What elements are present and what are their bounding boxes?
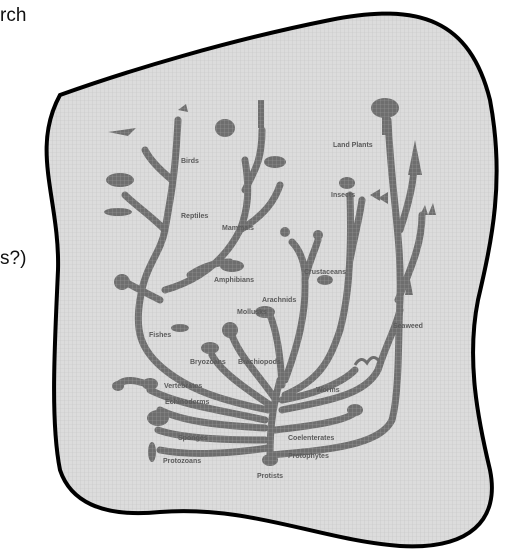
- protist-blob: [262, 454, 278, 466]
- scorpion-icon: [313, 230, 323, 240]
- label-insects: Insects: [331, 192, 355, 199]
- blob-background: [47, 14, 497, 547]
- fish-icon: [171, 324, 189, 332]
- human-icon: [258, 100, 264, 128]
- protozoan-icon: [148, 442, 156, 462]
- gorilla-icon: [215, 119, 235, 137]
- sea-urchin-icon: [112, 381, 124, 391]
- label-bryozoans: Bryozoans: [190, 359, 226, 366]
- crab-icon: [317, 275, 333, 285]
- bryozoan-icon: [201, 342, 219, 354]
- label-protophytes: Protophytes: [288, 453, 329, 460]
- label-sponges: Sponges: [178, 435, 208, 442]
- spider-icon: [280, 227, 290, 237]
- label-coelenterates: Coelenterates: [288, 435, 334, 442]
- label-seaweed: Seaweed: [393, 323, 423, 330]
- brachiopod-shell-icon: [222, 322, 238, 338]
- sponge-icon: [147, 410, 169, 426]
- label-protozoans: Protozoans: [163, 458, 201, 465]
- turtle-icon: [114, 274, 130, 290]
- label-worms: Worms: [316, 387, 340, 394]
- dinosaur-icon: [106, 173, 134, 187]
- label-land-plants: Land Plants: [333, 142, 373, 149]
- label-birds: Birds: [181, 158, 199, 165]
- label-vertebrates: Vertebrates: [164, 383, 202, 390]
- label-fishes: Fishes: [149, 332, 171, 339]
- label-amphibians: Amphibians: [214, 277, 254, 284]
- label-protists: Protists: [257, 473, 283, 480]
- label-reptiles: Reptiles: [181, 213, 208, 220]
- label-echinoderms: Echinoderms: [165, 399, 209, 406]
- lizard-icon: [104, 208, 132, 216]
- label-brachiopods: Brachiopods: [238, 359, 281, 366]
- jellyfish-icon: [347, 404, 363, 416]
- label-mollusks: Mollusks: [237, 309, 267, 316]
- frog-icon: [220, 260, 244, 272]
- label-mammals: Mammals: [222, 225, 254, 232]
- label-crustaceans: Crustaceans: [304, 269, 346, 276]
- beetle-icon: [339, 177, 355, 189]
- starfish-icon: [142, 378, 158, 390]
- label-arachnids: Arachnids: [262, 297, 296, 304]
- horse-icon: [264, 156, 286, 168]
